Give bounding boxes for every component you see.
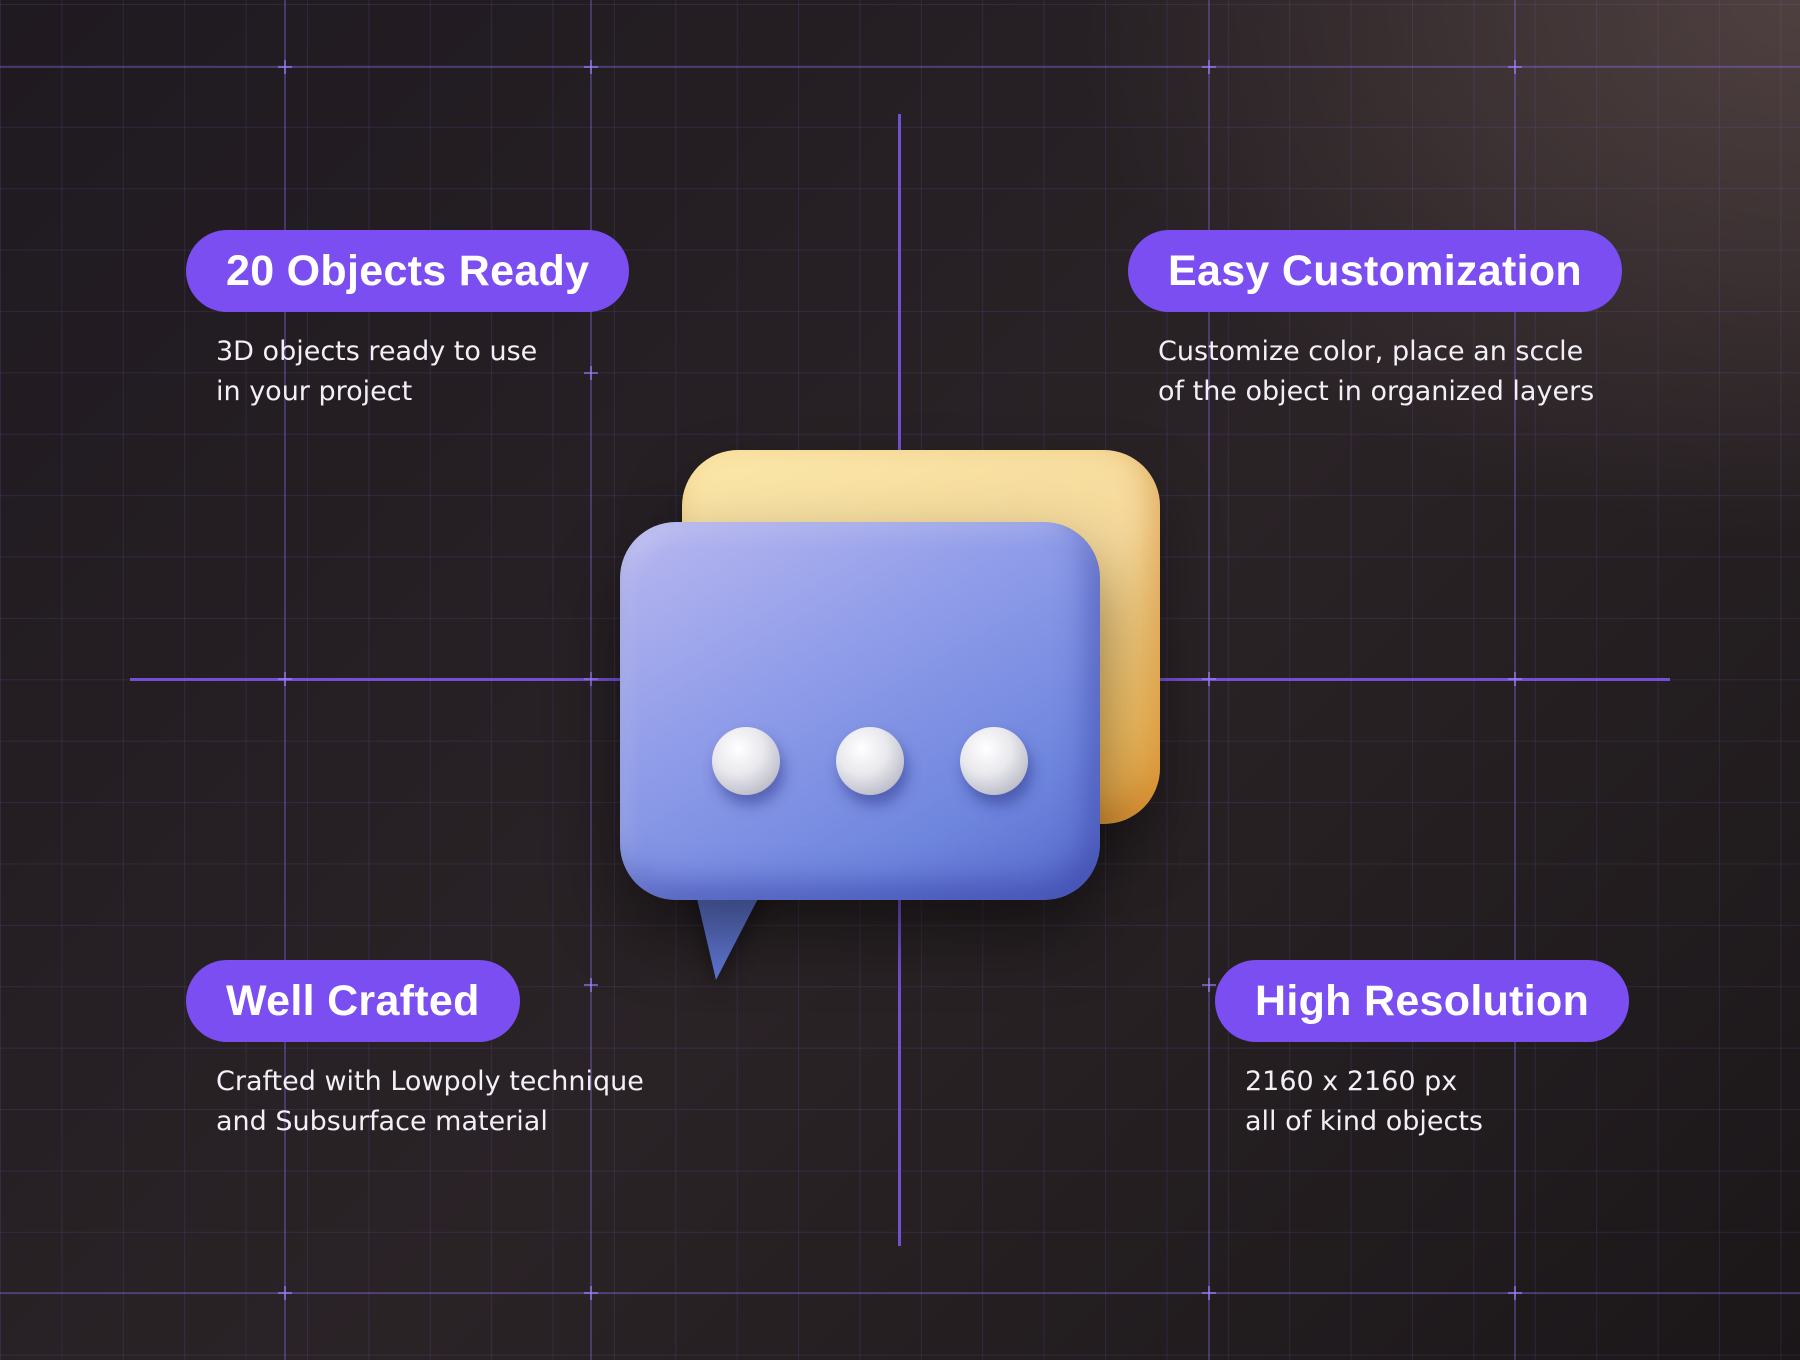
tick-mark — [584, 60, 598, 74]
description-line: Customize color, place an sccle — [1158, 336, 1584, 367]
tick-mark — [278, 60, 292, 74]
tick-mark — [1202, 1286, 1216, 1300]
tick-mark — [1202, 672, 1216, 686]
typing-dot-icon — [836, 727, 904, 795]
tick-mark — [1508, 60, 1522, 74]
description-line: 2160 x 2160 px — [1245, 1066, 1458, 1097]
tick-mark — [584, 366, 598, 380]
feature-title-objects-ready: 20 Objects Ready — [186, 230, 630, 312]
feature-description-high-resolution: 2160 x 2160 px all of kind objects — [1245, 1062, 1629, 1142]
frame-line-top — [0, 66, 1800, 68]
feature-description-easy-customization: Customize color, place an sccle of the o… — [1158, 332, 1622, 412]
frame-line-bottom — [0, 1292, 1800, 1294]
feature-description-objects-ready: 3D objects ready to use in your project — [216, 332, 629, 412]
typing-dot-icon — [960, 727, 1028, 795]
tick-mark — [584, 672, 598, 686]
feature-objects-ready: 20 Objects Ready 3D objects ready to use… — [186, 230, 630, 412]
feature-description-well-crafted: Crafted with Lowpoly technique and Subsu… — [216, 1062, 644, 1142]
feature-title-easy-customization: Easy Customization — [1128, 230, 1622, 312]
typing-dot-icon — [712, 727, 780, 795]
description-line: all of kind objects — [1245, 1106, 1483, 1137]
description-line: in your project — [216, 376, 413, 407]
feature-easy-customization: Easy Customization Customize color, plac… — [1128, 230, 1622, 412]
feature-title-well-crafted: Well Crafted — [186, 960, 520, 1042]
tick-mark — [584, 978, 598, 992]
chat-bubble-icon — [610, 440, 1190, 980]
description-line: and Subsurface material — [216, 1106, 548, 1137]
tick-mark — [1508, 1286, 1522, 1300]
tick-mark — [278, 1286, 292, 1300]
feature-well-crafted: Well Crafted Crafted with Lowpoly techni… — [186, 960, 644, 1142]
description-line: 3D objects ready to use — [216, 336, 538, 367]
feature-title-high-resolution: High Resolution — [1215, 960, 1630, 1042]
description-line: of the object in organized layers — [1158, 376, 1595, 407]
feature-high-resolution: High Resolution 2160 x 2160 px all of ki… — [1215, 960, 1630, 1142]
description-line: Crafted with Lowpoly technique — [216, 1066, 644, 1097]
tick-mark — [1202, 978, 1216, 992]
tick-mark — [1508, 672, 1522, 686]
tick-mark — [278, 672, 292, 686]
tick-mark — [1202, 60, 1216, 74]
tick-mark — [584, 1286, 598, 1300]
front-speech-bubble — [620, 522, 1100, 900]
